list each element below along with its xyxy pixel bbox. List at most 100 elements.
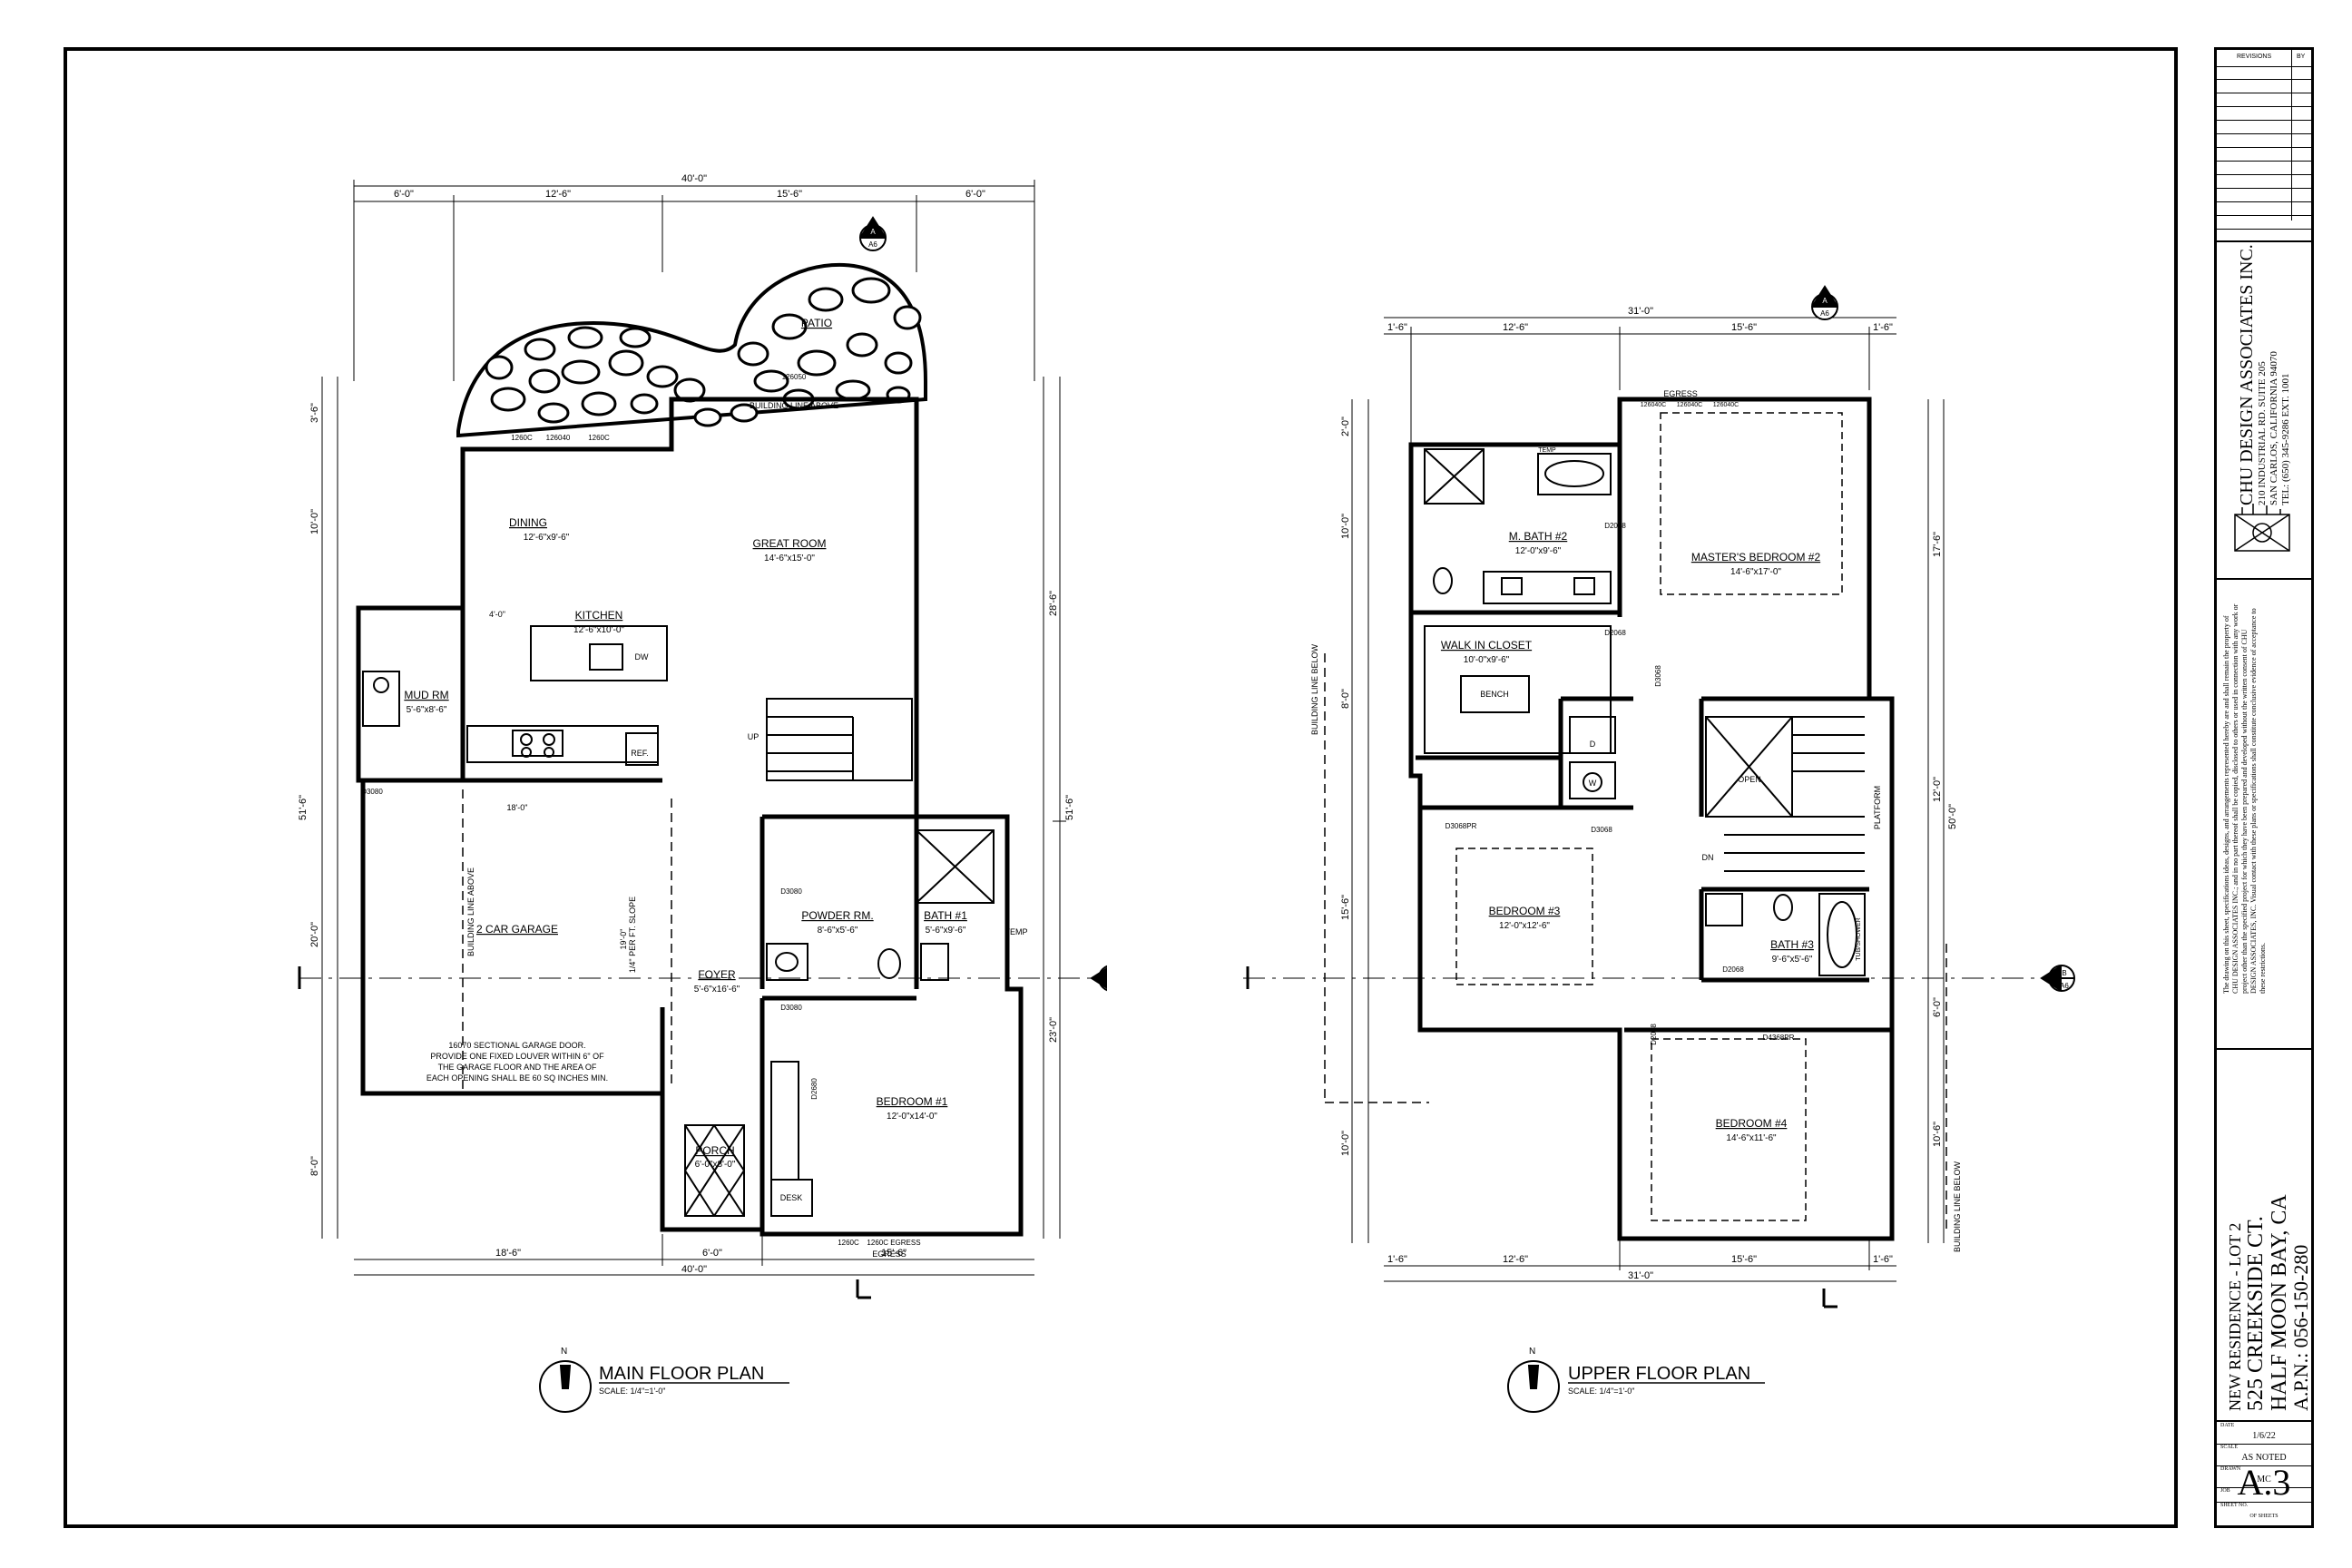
main-dim-left-3: 20'-0" — [309, 922, 320, 947]
upper-north-label: N — [1529, 1347, 1535, 1357]
disclaimer-block: The drawing on this sheet, specification… — [2217, 594, 2311, 1050]
main-dim-right-1: 28'-6" — [1048, 591, 1059, 616]
upper-dim-right-2: 12'-0" — [1932, 777, 1943, 802]
upper-section-b-letter: B — [2062, 969, 2066, 977]
upper-dim-left-2: 10'-0" — [1340, 514, 1351, 539]
main-room-bedroom1: BEDROOM #1 — [877, 1095, 948, 1108]
main-dim-left-overall: 51'-6" — [298, 795, 309, 820]
firm-address: 210 INDUSTRIAL RD. SUITE 205 — [2257, 361, 2268, 505]
main-room-bath1: BATH #1 — [924, 909, 967, 922]
project-line-2: 525 CREEKSIDE CT. — [2244, 1216, 2268, 1411]
main-dim-top-overall: 40'-0" — [681, 173, 707, 184]
upper-door-7: D3068 — [1591, 826, 1612, 834]
main-dim-top-1: 6'-0" — [394, 189, 414, 200]
upper-door-1: D2068 — [1604, 522, 1626, 530]
upper-open: OPEN — [1738, 775, 1761, 784]
upper-room-closet: WALK IN CLOSET — [1441, 639, 1533, 652]
upper-dim-top-3: 15'-6" — [1731, 322, 1757, 333]
upper-room-mbath: M. BATH #2 — [1509, 530, 1568, 543]
upper-room-bedroom4: BEDROOM #4 — [1716, 1117, 1788, 1130]
main-door-3: D3080 — [780, 1004, 802, 1012]
date-label: DATE — [2220, 1423, 2235, 1428]
main-north-arrow — [539, 1360, 592, 1413]
main-slope: 1/4" PER FT. SLOPE — [628, 897, 637, 973]
revisions-by-label: BY — [2297, 54, 2306, 60]
upper-dim-bottom-3: 15'-6" — [1731, 1254, 1757, 1265]
sheet-number: A.3 — [2237, 1462, 2291, 1503]
main-room-foyer-size: 5'-6"x16'-6" — [694, 985, 740, 995]
main-dim-top-2: 12'-6" — [545, 189, 571, 200]
main-north-label: N — [561, 1347, 567, 1357]
firm-name: CHU DESIGN ASSOCIATES INC. — [2237, 244, 2257, 505]
firm-city: SAN CARLOS, CALIFORNIA 94070 — [2269, 351, 2279, 505]
main-room-porch-size: 6'-0"x8'-0" — [695, 1160, 736, 1170]
upper-room-master: MASTER'S BEDROOM #2 — [1691, 551, 1821, 564]
main-plan-scale: SCALE: 1/4"=1'-0" — [599, 1387, 665, 1396]
sheet-label: SHEET NO. — [2220, 1503, 2249, 1508]
upper-dim-right-4: 10'-6" — [1932, 1122, 1943, 1147]
upper-section-mark-a — [1811, 285, 1838, 320]
main-dim-bottom-1: 18'-6" — [495, 1248, 521, 1259]
main-room-powder: POWDER RM. — [801, 909, 873, 922]
main-dw: DW — [635, 652, 649, 662]
main-room-dining-size: 12'-6"x9'-6" — [524, 533, 570, 543]
main-desk: DESK — [780, 1193, 803, 1202]
revisions-table — [2217, 66, 2311, 230]
main-room-great-size: 14'-6"x15'-0" — [764, 554, 815, 564]
main-room-mud-size: 5'-6"x8'-6" — [407, 705, 447, 715]
job-label: JOB — [2220, 1488, 2230, 1494]
main-window-3: 126040 — [546, 434, 571, 442]
upper-dim-right-overall: 50'-0" — [1947, 804, 1958, 829]
upper-floor-plan: 1'-6" 12'-6" 15'-6" 1'-6" 31'-0" 1'-6" 1… — [1243, 285, 2075, 1413]
upper-room-bath3: BATH #3 — [1770, 938, 1814, 951]
upper-window-3: 126040C — [1713, 402, 1739, 408]
upper-dim-bottom-1: 1'-6" — [1387, 1254, 1407, 1265]
main-building-line-above-2: BUILDING LINE ABOVE — [466, 867, 475, 956]
date-field: DATE 1/6/22 — [2217, 1422, 2311, 1445]
upper-dim-top-4: 1'-6" — [1873, 322, 1893, 333]
upper-dryer: D — [1590, 740, 1596, 749]
main-door-1: D3080 — [361, 788, 383, 796]
upper-section-mark-b — [2040, 965, 2075, 992]
upper-door-3: D3068 — [1654, 665, 1662, 687]
upper-window-2: 126040C — [1677, 402, 1702, 408]
scale-label: SCALE — [2220, 1445, 2239, 1450]
upper-room-mbath-size: 12'-0"x9'-6" — [1515, 546, 1562, 556]
main-garage-depth: 19'-0" — [619, 929, 628, 950]
upper-plan-title: UPPER FLOOR PLAN — [1568, 1364, 1750, 1384]
upper-temp: TEMP — [1538, 447, 1556, 454]
main-dim-top-4: 6'-0" — [965, 189, 985, 200]
main-room-great: GREAT ROOM — [753, 537, 827, 550]
main-ref: REF. — [631, 749, 649, 758]
date-value: 1/6/22 — [2252, 1431, 2276, 1441]
main-garage-note-2: PROVIDE ONE FIXED LOUVER WITHIN 6" OF — [430, 1052, 604, 1061]
main-up: UP — [748, 732, 760, 741]
upper-dim-right-3: 6'-0" — [1932, 997, 1943, 1017]
upper-tub-shower: TUB/SHOWER — [1856, 917, 1862, 960]
main-room-garage: 2 CAR GARAGE — [476, 923, 558, 936]
upper-door-2: D2068 — [1604, 629, 1626, 637]
title-block: REVISIONS BY CHU DESIGN ASSOCIATES INC. … — [2214, 47, 2314, 1528]
main-garage-width: 18'-0" — [507, 803, 528, 812]
drawn-value: MC — [2257, 1475, 2271, 1485]
sheet-field: SHEET NO. — [2217, 1502, 2311, 1525]
main-dim-top-3: 15'-6" — [777, 189, 802, 200]
sheet-of: OF SHEETS — [2249, 1514, 2278, 1519]
main-door-2: D3080 — [780, 887, 802, 896]
main-dim-bottom-overall: 40'-0" — [681, 1264, 707, 1275]
upper-dim-left-5: 10'-0" — [1340, 1131, 1351, 1156]
upper-washer: W — [1589, 779, 1597, 788]
upper-dim-top-2: 12'-6" — [1503, 322, 1528, 333]
upper-dim-top-overall: 31'-0" — [1628, 306, 1653, 317]
main-garage-note-1: 16070 SECTIONAL GARAGE DOOR. — [448, 1041, 585, 1050]
upper-room-closet-size: 10'-0"x9'-6" — [1464, 655, 1510, 665]
upper-section-a-sheet: A6 — [1820, 309, 1829, 318]
upper-egress: EGRESS — [1663, 389, 1698, 398]
main-garage-note-3: THE GARAGE FLOOR AND THE AREA OF — [438, 1063, 597, 1072]
main-dim-left-4: 8'-0" — [309, 1156, 320, 1176]
main-window-5: 1260C — [838, 1239, 859, 1247]
main-section-mark-a — [859, 216, 887, 251]
main-window-2: 1260C — [511, 434, 533, 442]
main-room-powder-size: 8'-6"x5'-6" — [818, 926, 858, 936]
upper-room-master-size: 14'-6"x17'-0" — [1730, 567, 1781, 577]
